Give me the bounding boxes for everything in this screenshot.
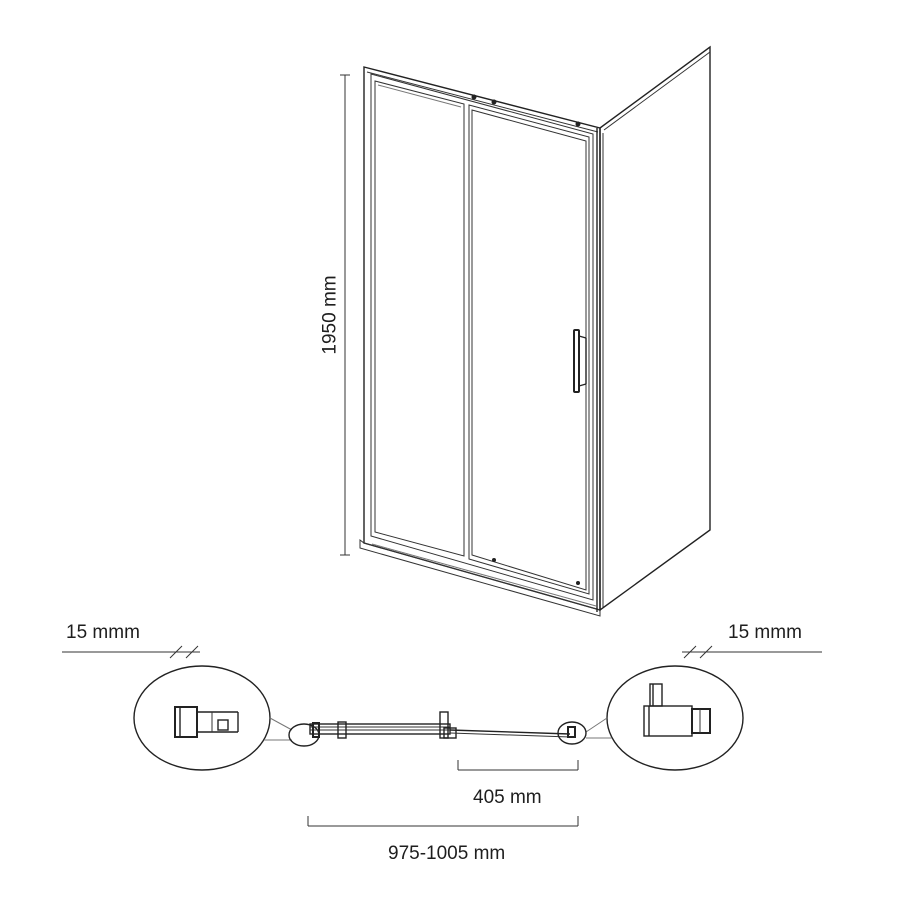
- fixed-glass-panel: [374, 80, 465, 557]
- door-opening-dimension-label: 405 mm: [473, 787, 542, 808]
- right-profile-dimension-label: 15 mmm: [728, 622, 802, 643]
- left-profile-dimension-line: [62, 645, 200, 659]
- height-dimension-line: [340, 74, 350, 556]
- height-dimension-label: 1950 mm: [319, 275, 341, 355]
- total-width-dimension-label: 975-1005 mm: [388, 843, 506, 864]
- left-profile-dimension-label: 15 mmm: [66, 622, 140, 643]
- total-width-dimension-line: [307, 816, 579, 827]
- side-wall-panel: [596, 45, 711, 612]
- left-detail-magnifier: [133, 665, 293, 771]
- door-handle: [573, 329, 587, 393]
- right-detail-magnifier: [585, 665, 744, 771]
- sliding-glass-panel: [468, 94, 590, 595]
- plan-view: [288, 711, 587, 747]
- right-profile-dimension-line: [682, 645, 822, 659]
- door-opening-dimension-line: [457, 760, 579, 771]
- sliding-door-frame: [359, 66, 601, 617]
